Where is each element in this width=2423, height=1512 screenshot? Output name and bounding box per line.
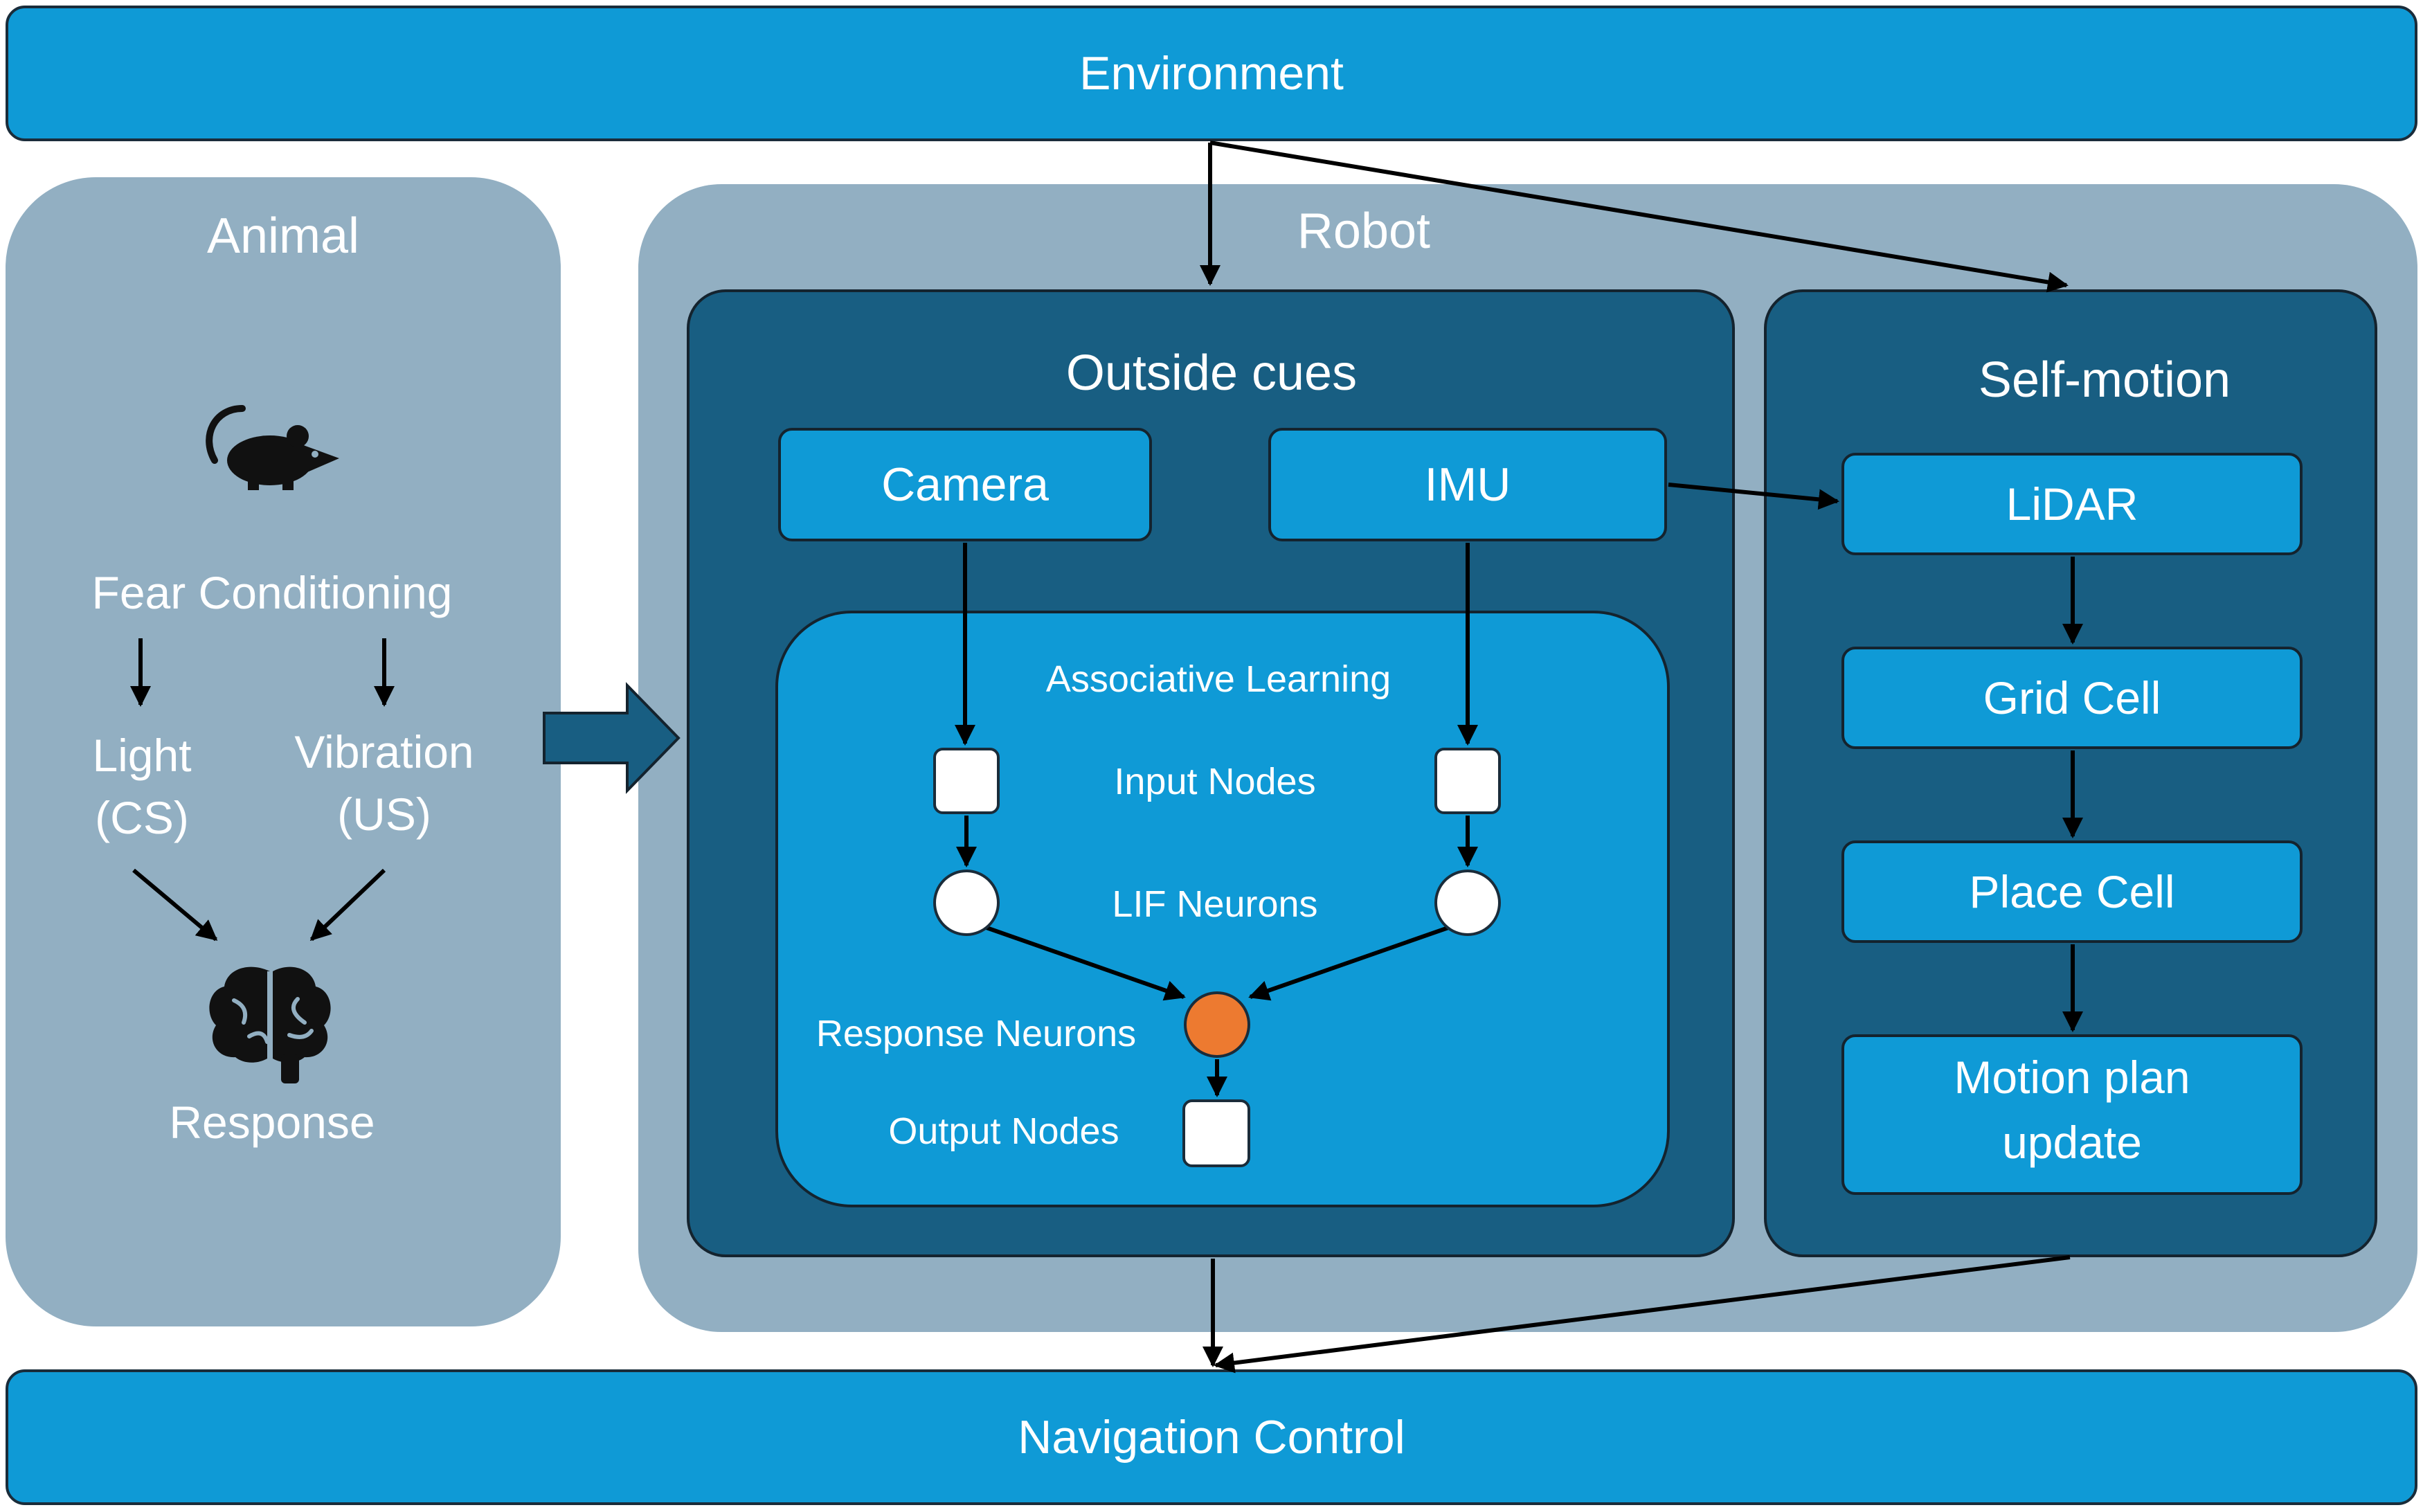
navigation-control-bar: Navigation Control — [6, 1369, 2417, 1505]
lidar-box: LiDAR — [1841, 453, 2303, 555]
animal-title: Animal — [206, 208, 360, 264]
environment-bar: Environment — [6, 6, 2417, 141]
vibration-label: Vibration — [294, 726, 474, 777]
motion-plan-label-line2: update — [2002, 1117, 2142, 1168]
response-neurons-label: Response Neurons — [816, 1013, 1137, 1054]
lif-neurons-label: LIF Neurons — [1112, 883, 1318, 925]
brain-icon — [209, 966, 331, 1083]
outside-cues-title: Outside cues — [1065, 345, 1358, 401]
lidar-label: LiDAR — [2006, 478, 2138, 530]
light-cs-label: (CS) — [95, 792, 189, 843]
camera-label: Camera — [881, 458, 1049, 511]
camera-box: Camera — [778, 428, 1152, 541]
self-motion-title: Self-motion — [1978, 352, 2231, 408]
grid-cell-box: Grid Cell — [1841, 647, 2303, 749]
imu-label: IMU — [1424, 458, 1511, 511]
lif-neuron-left — [933, 870, 1000, 936]
navigation-control-label: Navigation Control — [1018, 1411, 1405, 1464]
place-cell-label: Place Cell — [1969, 866, 2175, 917]
vibration-us-label: (US) — [337, 789, 431, 840]
imu-box: IMU — [1268, 428, 1667, 541]
associative-learning-title: Associative Learning — [1045, 658, 1391, 700]
motion-plan-update-box — [1841, 1034, 2303, 1195]
environment-label: Environment — [1079, 47, 1344, 100]
response-label: Response — [169, 1097, 375, 1148]
motion-plan-label-line1: Motion plan — [1954, 1052, 2190, 1103]
lif-neuron-right — [1434, 870, 1501, 936]
input-node-left — [933, 748, 1000, 814]
robot-title: Robot — [1297, 204, 1431, 259]
grid-cell-label: Grid Cell — [1983, 672, 2161, 723]
output-nodes-label: Output Nodes — [888, 1110, 1119, 1152]
input-nodes-label: Input Nodes — [1114, 761, 1316, 802]
light-label: Light — [92, 730, 192, 781]
response-neuron — [1184, 991, 1250, 1058]
output-node — [1182, 1099, 1250, 1167]
input-node-right — [1434, 748, 1501, 814]
place-cell-box: Place Cell — [1841, 840, 2303, 943]
mouse-icon — [206, 405, 339, 490]
fear-conditioning-label: Fear Conditioning — [91, 567, 453, 618]
animal-panel — [6, 177, 561, 1326]
